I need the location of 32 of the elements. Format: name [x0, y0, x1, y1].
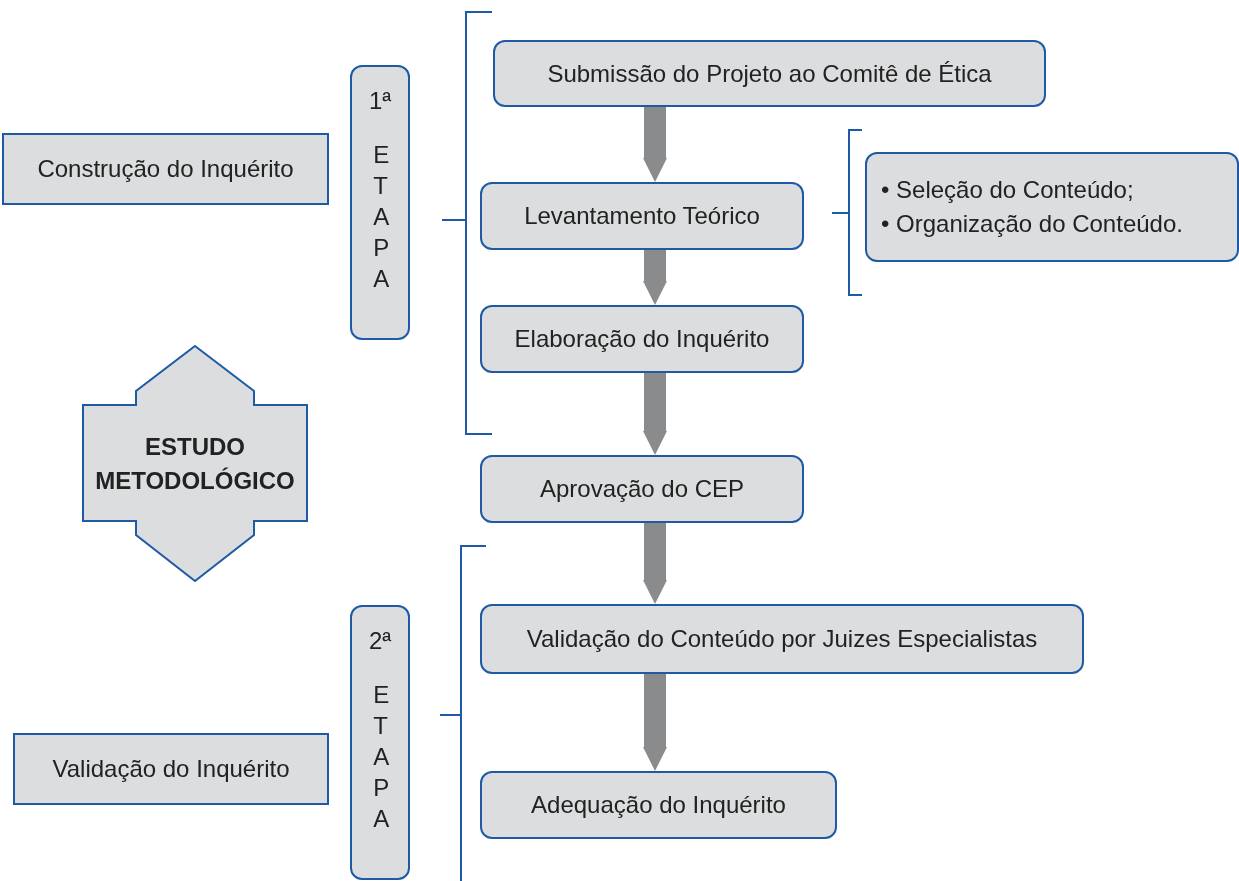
list-box [865, 152, 1239, 262]
node-label: Validação do Inquérito [52, 755, 290, 783]
list-item: • Seleção do Conteúdo; [881, 175, 1134, 205]
process-box [2, 133, 329, 205]
process-box [13, 733, 329, 805]
node-label: Construção do Inquérito [37, 155, 294, 183]
block-arrow [643, 523, 667, 604]
stage-number: 2ª [368, 627, 392, 655]
block-arrow [643, 250, 667, 305]
node-label: Elaboração do Inquérito [514, 325, 770, 353]
node-label: Validação do Conteúdo por Juizes Especialistas [526, 625, 1038, 653]
stage-box [350, 65, 410, 340]
stage-label: ETAPA [373, 140, 387, 294]
node-label: ESTUDO METODOLÓGICO [94, 431, 296, 496]
block-arrow [643, 674, 667, 771]
stage-number: 1ª [368, 87, 392, 115]
process-box [480, 182, 804, 250]
node-label: Adequação do Inquérito [531, 791, 786, 819]
stage-label: ETAPA [373, 680, 387, 834]
process-box [480, 455, 804, 523]
stage-box [350, 605, 410, 880]
node-label: Submissão do Projeto ao Comitê de Ética [547, 59, 992, 88]
node-label: Levantamento Teórico [524, 202, 760, 230]
block-arrow [643, 373, 667, 455]
process-box [480, 305, 804, 373]
process-box [493, 40, 1046, 107]
block-arrow [643, 107, 667, 182]
double-arrow-shape [82, 345, 308, 582]
process-box [480, 771, 837, 839]
process-box [480, 604, 1084, 674]
list-item: • Organização do Conteúdo. [881, 209, 1183, 239]
node-label: Aprovação do CEP [539, 475, 745, 503]
